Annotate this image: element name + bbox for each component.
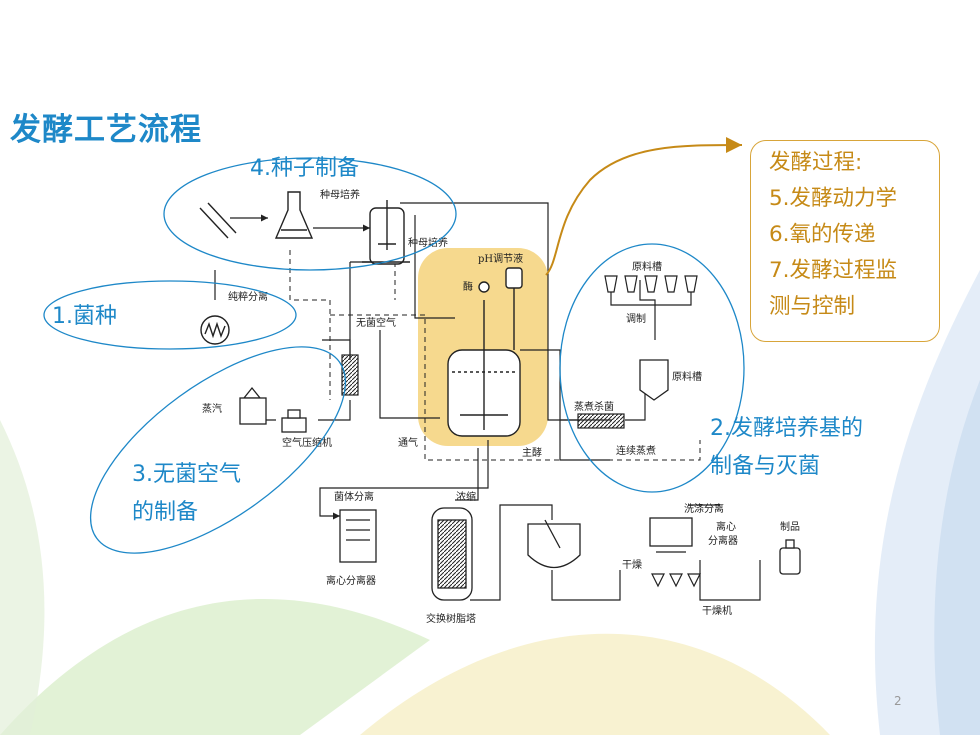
ion-column-icon [431,507,473,601]
label-seed-prep: 4.种子制备 [250,156,359,181]
air-compressor-label: 空气压缩机 [282,436,332,449]
concentrate-label: 浓缩 [456,490,476,503]
page-number: 2 [894,694,902,708]
steam-boiler-icon [239,386,267,425]
steam-sterilize-label: 蒸煮杀菌 [574,400,614,413]
continuous-cook-label: 连续蒸煮 [616,444,656,457]
callout-item: 5.发酵动力学 [769,186,898,211]
flask-icon [274,191,314,239]
pure-isolation-label: 纯粹分离 [228,290,268,303]
bg-swoosh-left [0,420,45,735]
callout-item: 6.氧的传递 [769,222,876,247]
dashed-lines [289,250,701,461]
product-bottle-icon [779,539,801,575]
centrifuge-icon [339,509,377,563]
isolation-coil-icon [200,315,230,345]
raw-material-troughs-icon [604,275,698,306]
ellipse-strain [43,280,297,350]
strain-tube-icon [199,202,237,239]
raw-tank-label: 原料槽 [672,370,702,383]
bg-swoosh-green [0,599,430,735]
centrifuge-sep-label-1: 离心 [716,520,736,533]
ellipse-sterile-air [89,346,347,554]
bg-swoosh-blue-2 [934,380,980,735]
bg-swoosh-yellow [360,633,830,735]
callout-arrow [545,137,743,276]
callout-title: 发酵过程: [769,150,863,175]
seed-culture-tank-label: 种母培养 [408,236,448,249]
ellipse-seed-prep [163,157,457,271]
dryer-label: 干燥机 [702,604,732,617]
label-medium-2: 制备与灭菌 [710,454,821,479]
air-filter-icon [341,354,359,396]
label-sterile-air-2: 的制备 [132,500,199,525]
ellipse-medium [559,243,745,493]
main-fermenter-icon [447,267,523,437]
aeration-label: 通气 [398,436,418,449]
sterile-air-label: 无菌空气 [356,316,396,329]
cell-separation-label: 菌体分离 [334,490,374,503]
raw-tank-icon [639,359,669,401]
wash-separator-icon [649,517,693,553]
sterilizer-icon [577,413,625,429]
label-strain: 1.菌种 [52,304,117,329]
fermentation-callout: 发酵过程: 5.发酵动力学 6.氧的传递 7.发酵过程监 测与控制 [750,140,940,342]
seed-tank-icon [362,200,410,265]
ph-adjust-label: pH调节液 [478,252,523,265]
callout-item: 7.发酵过程监 [769,258,898,283]
mixing-label: 调制 [626,312,646,325]
dryer-icon [651,573,701,588]
steam-label: 蒸汽 [202,402,222,415]
seed-culture-top-label: 种母培养 [320,188,360,201]
product-label: 制品 [780,520,800,533]
centrifuge-label: 离心分离器 [326,574,376,587]
label-sterile-air-1: 3.无菌空气 [132,462,241,487]
raw-tank-top-label: 原料槽 [632,260,662,273]
enzyme-label: 酶 [463,280,473,293]
centrifuge-sep-label-2: 分离器 [708,534,738,547]
compressor-icon [281,409,307,433]
concentrator-icon [527,519,581,568]
label-medium-1: 2.发酵培养基的 [710,416,863,441]
wash-separate-label: 洗涤分离 [684,502,724,515]
ion-column-label: 交换树脂塔 [426,612,476,625]
slide-title: 发酵工艺流程 [10,112,202,148]
callout-item: 测与控制 [769,294,856,319]
main-ferment-label: 主酵 [522,447,542,459]
dry-label: 干燥 [622,559,642,571]
